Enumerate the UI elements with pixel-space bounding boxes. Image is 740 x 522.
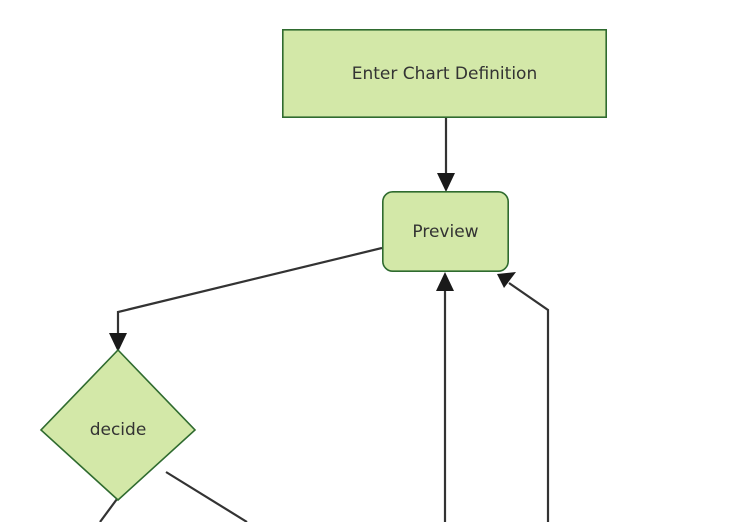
node-enter-chart-definition[interactable]: Enter Chart Definition bbox=[281, 28, 607, 119]
edge-layer bbox=[99, 118, 550, 522]
node-preview[interactable]: Preview bbox=[381, 191, 509, 273]
edge-decide-lower-right-line bbox=[165, 471, 248, 522]
arrowhead-down-into-preview bbox=[437, 173, 455, 192]
node-decide-shape bbox=[39, 348, 197, 502]
edge-return-center-to-preview[interactable] bbox=[436, 272, 454, 522]
node-enter-chart-definition-shape bbox=[281, 28, 607, 119]
arrowhead-down-into-decide bbox=[109, 333, 127, 352]
node-preview-shape bbox=[381, 191, 509, 273]
edge-decide-to-lower-right[interactable] bbox=[165, 471, 248, 522]
edge-decide-to-lower-left[interactable] bbox=[99, 498, 118, 522]
edge-return-right-to-preview[interactable] bbox=[497, 272, 550, 522]
arrowhead-up-into-preview-right bbox=[497, 272, 516, 288]
node-decide[interactable]: decide bbox=[39, 348, 197, 502]
arrowhead-up-into-preview-center bbox=[436, 272, 454, 291]
edge-enter-to-preview[interactable] bbox=[437, 118, 455, 192]
edge-preview-to-decide[interactable] bbox=[109, 246, 383, 352]
edge-return-right-line bbox=[508, 282, 550, 522]
edge-preview-to-decide-line bbox=[116, 246, 383, 338]
edge-decide-lower-left-line bbox=[99, 498, 118, 522]
node-layer: Enter Chart Definition Preview decide bbox=[39, 28, 607, 502]
